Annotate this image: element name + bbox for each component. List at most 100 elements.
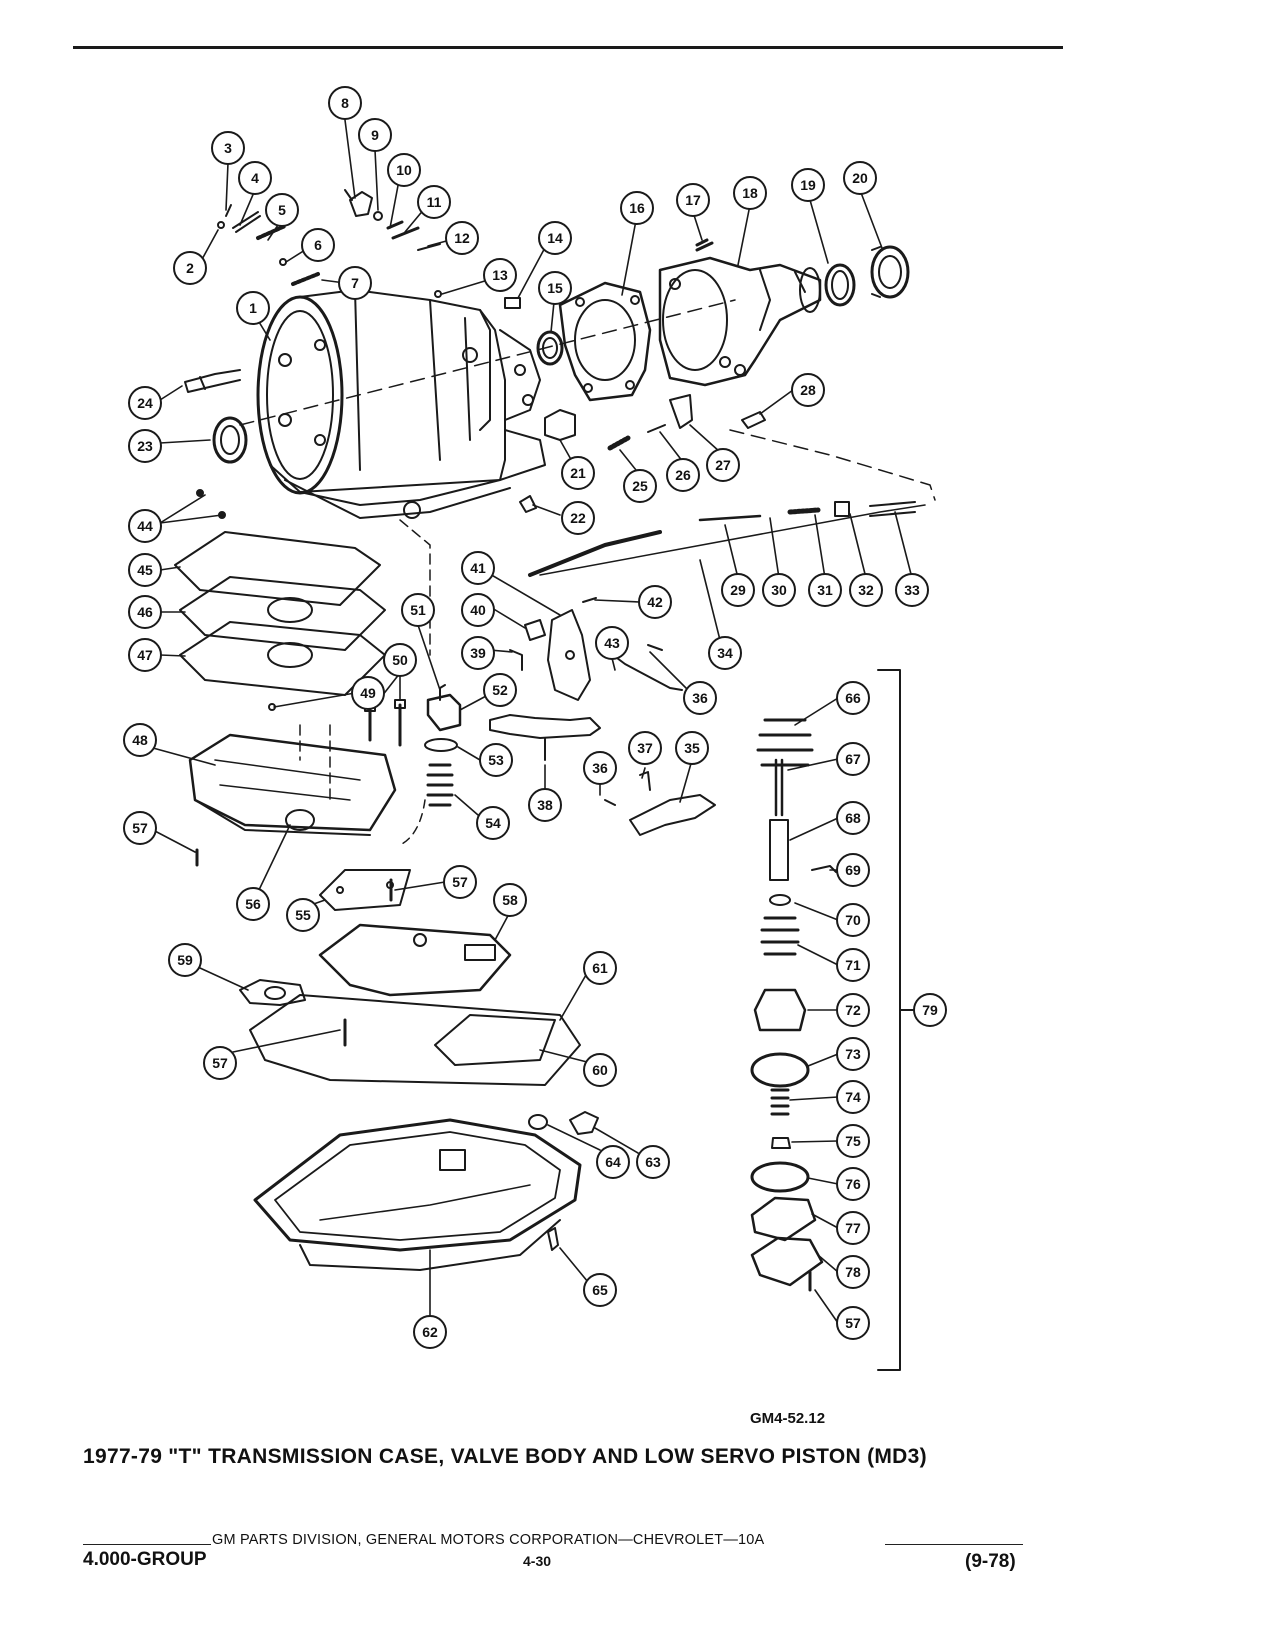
svg-text:5: 5 [278,202,286,218]
callout: 23 [128,429,162,463]
callout: 24 [128,386,162,420]
svg-text:72: 72 [845,1002,861,1018]
svg-text:22: 22 [570,510,586,526]
svg-text:41: 41 [470,560,486,576]
callout: 42 [638,585,672,619]
callout: 5 [265,193,299,227]
callout: 65 [583,1273,617,1307]
callout: 13 [483,258,517,292]
svg-text:28: 28 [800,382,816,398]
top-rule [73,46,1063,49]
svg-text:36: 36 [592,760,608,776]
callout: 47 [128,638,162,672]
callout: 7 [338,266,372,300]
svg-text:30: 30 [771,582,787,598]
callout: 76 [836,1167,870,1201]
svg-text:39: 39 [470,645,486,661]
svg-text:12: 12 [454,230,470,246]
svg-text:57: 57 [132,820,148,836]
svg-text:9: 9 [371,127,379,143]
svg-text:1: 1 [249,300,257,316]
callout: 37 [628,731,662,765]
valve-body [188,733,397,836]
svg-text:11: 11 [427,194,442,210]
callout: 48 [123,723,157,757]
callout: 61 [583,951,617,985]
callout: 58 [493,883,527,917]
callout: 53 [479,743,513,777]
svg-text:27: 27 [715,457,731,473]
svg-text:44: 44 [137,518,153,534]
callout: 51 [401,593,435,627]
callout: 17 [676,183,710,217]
callout: 12 [445,221,479,255]
svg-text:65: 65 [592,1282,608,1298]
svg-text:77: 77 [845,1220,861,1236]
svg-text:6: 6 [314,237,322,253]
svg-text:75: 75 [845,1133,861,1149]
svg-text:52: 52 [492,682,508,698]
callout: 26 [666,458,700,492]
svg-text:40: 40 [470,602,486,618]
svg-text:13: 13 [492,267,508,283]
svg-text:33: 33 [904,582,920,598]
svg-text:37: 37 [637,740,653,756]
transmission-case [256,289,546,519]
svg-text:50: 50 [392,652,408,668]
figure-caption: 1977-79 "T" TRANSMISSION CASE, VALVE BOD… [83,1445,927,1468]
svg-text:57: 57 [212,1055,228,1071]
callout: 59 [168,943,202,977]
callout: 6 [301,228,335,262]
svg-text:48: 48 [132,732,148,748]
svg-text:18: 18 [742,185,758,201]
callout: 74 [836,1080,870,1114]
callout: 75 [836,1124,870,1158]
svg-text:60: 60 [592,1062,608,1078]
callout: 32 [849,573,883,607]
svg-text:23: 23 [137,438,153,454]
svg-text:78: 78 [845,1264,861,1280]
svg-text:34: 34 [717,645,733,661]
callout: 72 [836,993,870,1027]
callout: 43 [595,626,629,660]
callout: 54 [476,806,510,840]
callout: 60 [583,1053,617,1087]
callout: 70 [836,903,870,937]
callout: 79 [913,993,947,1027]
svg-text:29: 29 [730,582,746,598]
svg-text:19: 19 [800,177,816,193]
svg-text:57: 57 [845,1315,861,1331]
extension-housing [658,256,822,387]
svg-text:3: 3 [224,140,232,156]
footer-rule-left [83,1544,211,1545]
callout: 62 [413,1315,447,1349]
callout: 77 [836,1211,870,1245]
svg-text:45: 45 [137,562,153,578]
callout: 57 [203,1046,237,1080]
callout: 18 [733,176,767,210]
valve-small-parts [217,189,442,298]
svg-text:42: 42 [647,594,663,610]
callout: 38 [528,788,562,822]
callout: 55 [286,898,320,932]
callout: 69 [836,853,870,887]
svg-text:67: 67 [845,751,861,767]
svg-text:59: 59 [177,952,193,968]
callout: 21 [561,456,595,490]
svg-text:73: 73 [845,1046,861,1062]
callout: 39 [461,636,495,670]
footer-publisher: GM PARTS DIVISION, GENERAL MOTORS CORPOR… [212,1532,765,1548]
callout: 4 [238,161,272,195]
callout: 66 [836,681,870,715]
callout: 19 [791,168,825,202]
callout: 78 [836,1255,870,1289]
callout: 46 [128,595,162,629]
callout: 56 [236,887,270,921]
callout: 22 [561,501,595,535]
svg-text:62: 62 [422,1324,438,1340]
low-servo-piston-stack [750,718,837,1287]
svg-text:57: 57 [452,874,468,890]
callout: 11 [417,185,451,219]
svg-text:71: 71 [845,957,861,973]
callout: 34 [708,636,742,670]
